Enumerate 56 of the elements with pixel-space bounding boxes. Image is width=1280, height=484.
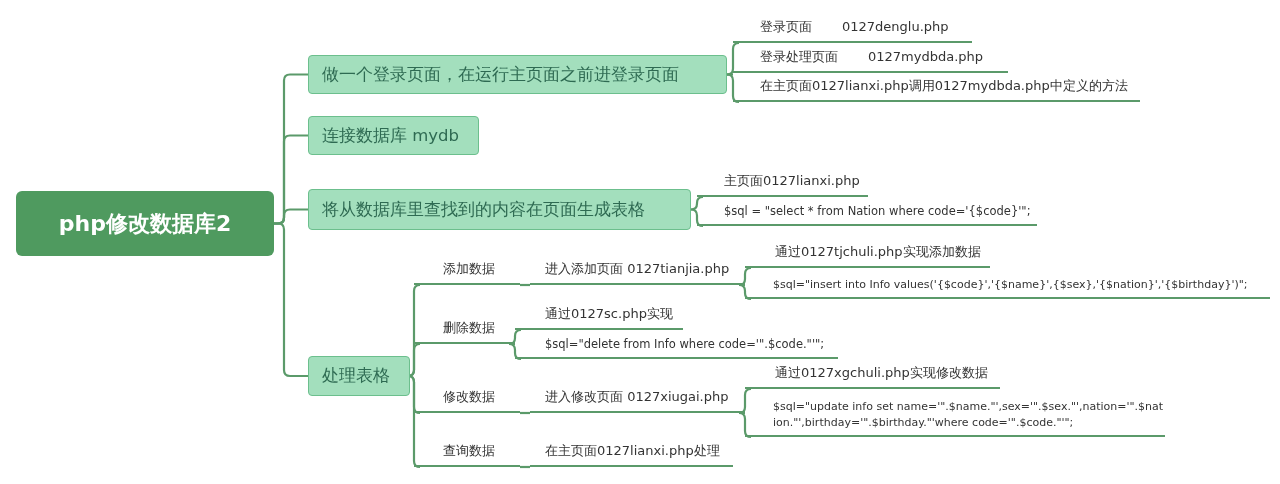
underlined-topic [530, 443, 733, 467]
underlined-topic [697, 173, 868, 197]
underlined-topic [733, 19, 972, 43]
underlined-topic [745, 244, 990, 268]
underlined-topic [515, 335, 838, 359]
connector-line [689, 195, 704, 211]
underlined-topic [697, 202, 1037, 226]
connector-line [689, 208, 704, 228]
underlined-topic [530, 389, 745, 413]
topic-box [308, 116, 479, 155]
node-text: 主页面0127lianxi.php [724, 172, 860, 191]
connector-line [520, 465, 530, 469]
underlined-topic [515, 306, 683, 330]
node-text: $sql="delete from Info where code='".$code."'"; [545, 336, 825, 353]
connector-line [520, 283, 530, 287]
connector-line [507, 342, 522, 361]
node-text: $sql="update info set name='".$name."',sex='".$sex."',nation='".$nation."',birthday='".$birthday."'where code='".$code."'"; [773, 399, 1165, 431]
node-text: 登录处理页面 [760, 48, 838, 67]
underlined-topic [733, 78, 1140, 102]
node-text: 添加数据 [443, 260, 495, 279]
underlined-topic [414, 261, 520, 285]
topic-box [308, 356, 410, 396]
connector-line [737, 283, 752, 301]
connector-line [274, 222, 308, 378]
underlined-topic [414, 320, 515, 344]
node-text: php修改数据库2 [58, 209, 232, 238]
node-text: 通过0127tjchuli.php实现添加数据 [775, 243, 981, 262]
node-text: 连接数据库 mydb [322, 124, 460, 147]
underlined-topic [733, 49, 1008, 73]
node-text: 处理表格 [322, 365, 390, 387]
node-text: 0127denglu.php [842, 18, 949, 37]
topic-box [308, 55, 727, 94]
node-text: 在主页面0127lianxi.php处理 [545, 442, 720, 461]
node-text: 通过0127sc.php实现 [545, 305, 673, 324]
node-text: $sql = "select * from Nation where code='{$code}'"; [724, 203, 1031, 220]
node-text: 修改数据 [443, 388, 495, 407]
node-text: 做一个登录页面，在运行主页面之前进登录页面 [322, 63, 679, 86]
underlined-topic [414, 443, 520, 467]
node-text: 0127mydbda.php [868, 48, 984, 67]
node-text: 将从数据库里查找到的内容在页面生成表格 [322, 198, 645, 221]
node-text: 删除数据 [443, 319, 495, 338]
topic-box [308, 189, 691, 230]
underlined-topic [530, 261, 745, 285]
underlined-topic [745, 365, 1000, 389]
connector-line [737, 411, 752, 439]
node-text: 在主页面0127lianxi.php调用0127mydbda.php中定义的方法 [760, 77, 1128, 96]
node-text: 通过0127xgchuli.php实现修改数据 [775, 364, 988, 383]
connector-line [520, 411, 530, 415]
node-text: 进入修改页面 0127xiugai.php [545, 388, 729, 407]
underlined-topic [414, 389, 520, 413]
root-topic-box [16, 191, 274, 256]
node-text: 登录页面 [760, 18, 812, 37]
node-text: 查询数据 [443, 442, 495, 461]
node-text: $sql="insert into Info values('{$code}','{$name}',{$sex},'{$nation}','{$birthday}')"; [773, 277, 1248, 293]
connector-line [725, 73, 740, 104]
node-text: 进入添加页面 0127tianjia.php [545, 260, 730, 279]
